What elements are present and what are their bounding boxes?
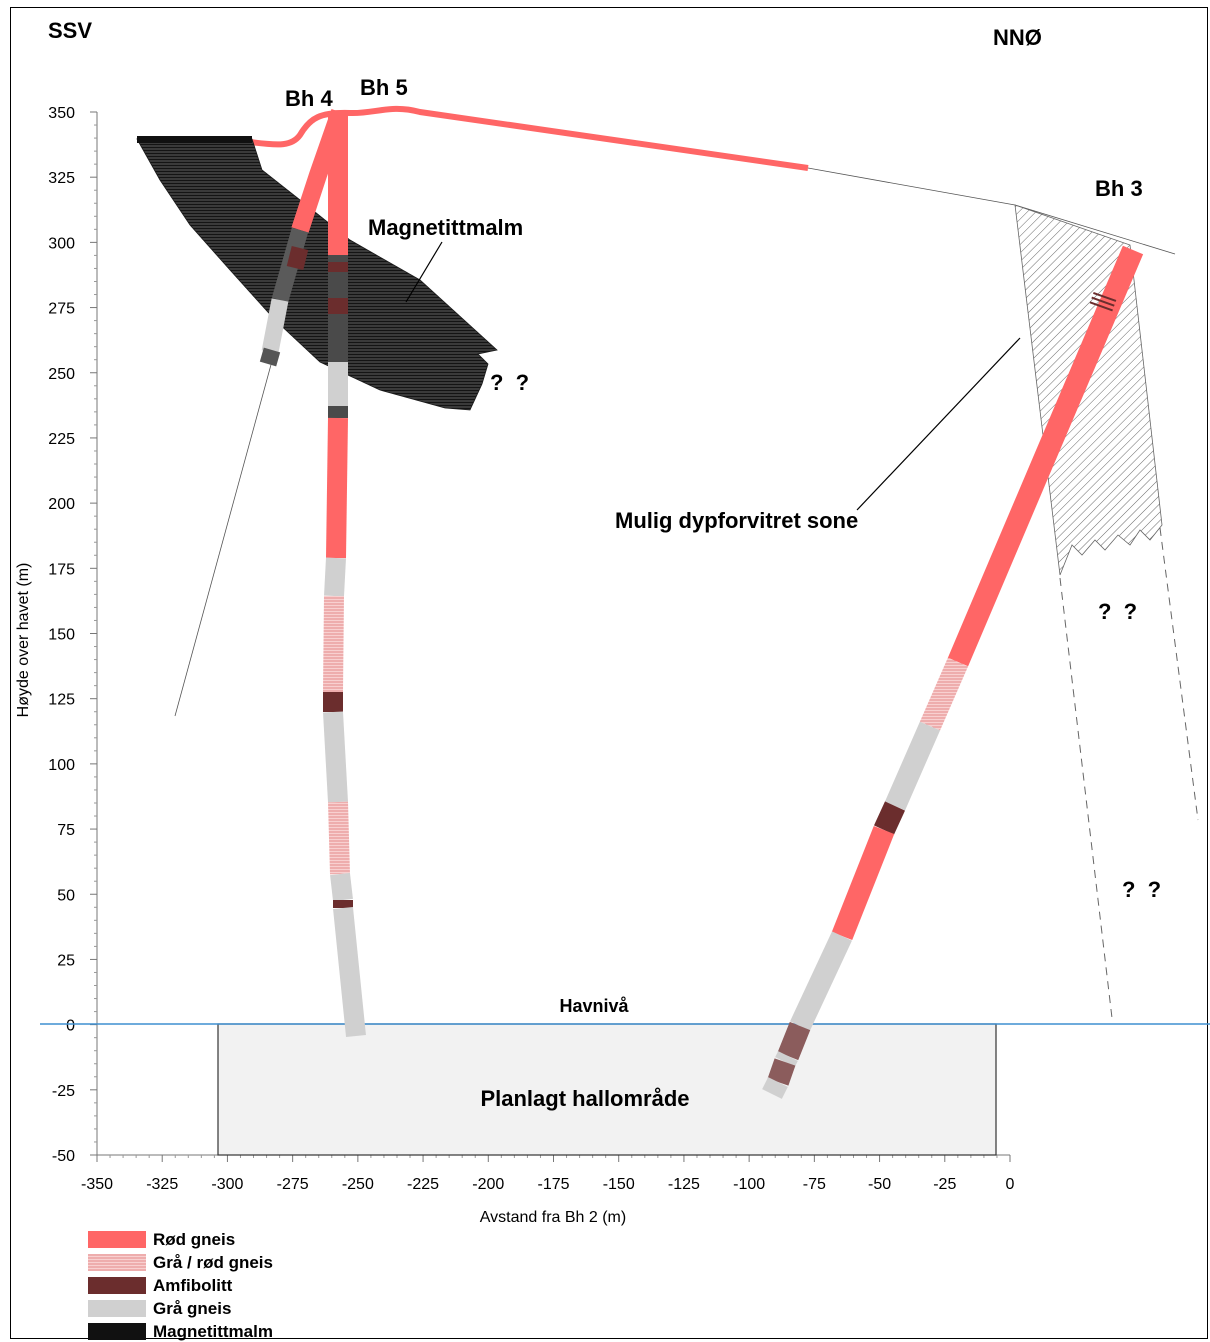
weathered-zone-leader-line (856, 337, 1021, 511)
borehole-bh5 (323, 112, 366, 1038)
unknown-marker-zone-upper: ? ? (1098, 599, 1137, 624)
x-tick-label: -325 (146, 1176, 178, 1193)
x-tick-label: 0 (1006, 1176, 1015, 1193)
magnetite-ore-body (136, 138, 498, 411)
legend-label: Rød gneis (153, 1230, 235, 1249)
x-tick-label: -175 (537, 1176, 569, 1193)
x-tick-label: -125 (668, 1176, 700, 1193)
y-tick-label: 350 (48, 105, 75, 122)
x-tick-label: -200 (472, 1176, 504, 1193)
weathered-zone (1014, 204, 1163, 576)
y-tick-label: 300 (48, 235, 75, 252)
ore-label: Magnetittmalm (368, 215, 523, 240)
borehole-bh3 (762, 245, 1144, 1099)
y-tick-label: 200 (48, 496, 75, 513)
hall-label: Planlagt hallområde (480, 1086, 689, 1111)
legend-label: Grå gneis (153, 1299, 231, 1318)
x-tick-label: -25 (933, 1176, 956, 1193)
weathered-zone-extension (1059, 527, 1199, 1019)
x-axis: -350-325-300-275-250-225-200-175-150-125… (81, 1154, 1015, 1193)
figure-frame (10, 7, 1208, 1339)
bh5-label: Bh 5 (360, 75, 408, 100)
y-axis: 3503253002752502252001751501251007550250… (48, 105, 98, 1165)
x-tick-label: -350 (81, 1176, 113, 1193)
y-tick-label: 25 (57, 952, 75, 969)
direction-right-label: NNØ (993, 25, 1042, 50)
terrain-line-left (174, 360, 273, 717)
x-tick-label: -75 (803, 1176, 826, 1193)
y-tick-label: 250 (48, 366, 75, 383)
x-tick-label: -50 (868, 1176, 891, 1193)
y-tick-label: 325 (48, 170, 75, 187)
y-tick-label: 75 (57, 822, 75, 839)
y-tick-label: 125 (48, 692, 75, 709)
unknown-marker-ore: ? ? (490, 370, 529, 395)
y-tick-label: 225 (48, 431, 75, 448)
magnetite-ore-surface (137, 136, 252, 143)
legend-label: Magnetittmalm (153, 1322, 273, 1341)
legend-swatch (88, 1323, 146, 1340)
x-axis-title: Avstand fra Bh 2 (m) (480, 1209, 626, 1226)
x-tick-label: -150 (603, 1176, 635, 1193)
y-tick-label: 275 (48, 301, 75, 318)
y-tick-label: 0 (66, 1018, 75, 1035)
x-tick-label: -250 (342, 1176, 374, 1193)
legend-swatch (88, 1254, 146, 1271)
legend-label: Amfibolitt (153, 1276, 233, 1295)
unknown-marker-zone-lower: ? ? (1122, 877, 1161, 902)
legend-swatch (88, 1277, 146, 1294)
y-tick-label: -50 (52, 1148, 75, 1165)
y-tick-label: 150 (48, 627, 75, 644)
x-tick-label: -225 (407, 1176, 439, 1193)
direction-left-label: SSV (48, 18, 92, 43)
legend-swatch (88, 1231, 146, 1248)
y-axis-title: Høyde over havet (m) (15, 563, 32, 718)
legend-label: Grå / rød gneis (153, 1253, 273, 1272)
planned-hall-area (217, 1023, 997, 1156)
sea-level-label: Havnivå (559, 996, 629, 1016)
x-tick-label: -100 (733, 1176, 765, 1193)
terrain-surface-red-gneiss (249, 105, 809, 171)
weathered-zone-label: Mulig dypforvitret sone (615, 508, 858, 533)
ore-leader-line (405, 241, 443, 303)
y-tick-label: -25 (52, 1083, 75, 1100)
y-tick-label: 100 (48, 757, 75, 774)
legend-swatch (88, 1300, 146, 1317)
y-tick-label: 175 (48, 561, 75, 578)
bh4-label: Bh 4 (285, 86, 333, 111)
x-tick-label: -300 (211, 1176, 243, 1193)
y-tick-label: 50 (57, 887, 75, 904)
bh3-label: Bh 3 (1095, 176, 1143, 201)
x-tick-label: -275 (277, 1176, 309, 1193)
